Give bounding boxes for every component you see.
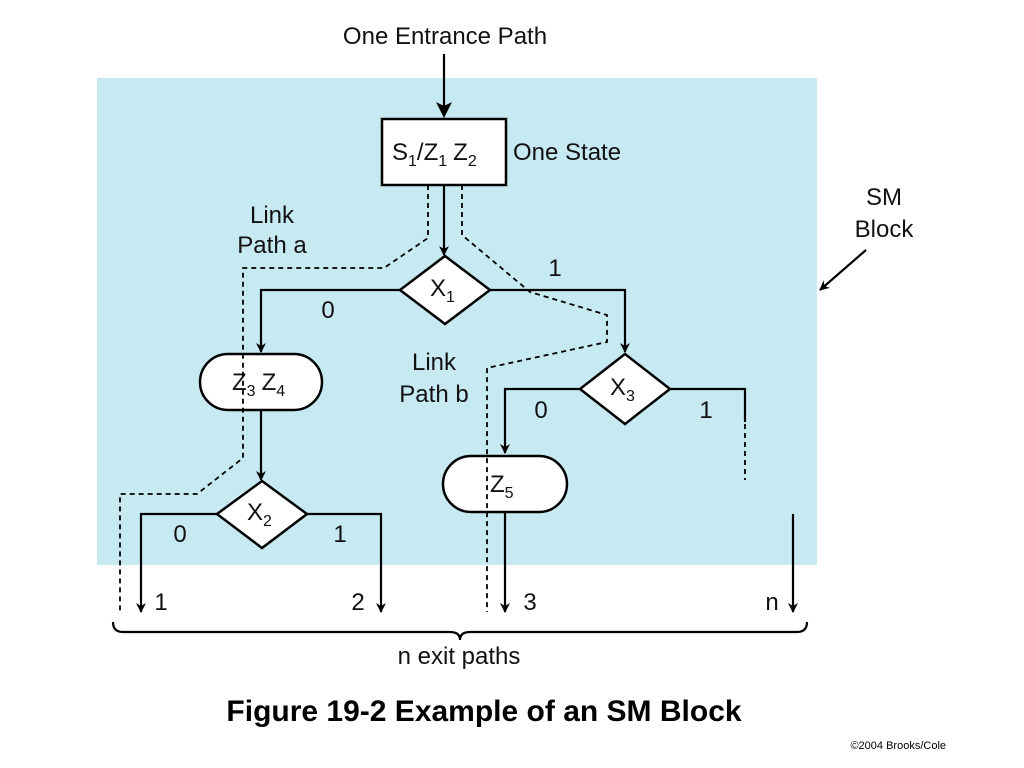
decision-x3-text: X3 [610, 374, 635, 405]
x1-branch-0-label: 0 [321, 297, 334, 324]
copyright-credit: ©2004 Brooks/Cole [850, 740, 946, 752]
sm-block-label-line2: Block [855, 216, 915, 243]
decision-x3 [577, 352, 673, 426]
link-path-b-label-line1: Link [412, 349, 457, 376]
exit-label-1: 1 [154, 589, 167, 616]
exit-label-2: 2 [351, 589, 364, 616]
link-path-a [119, 185, 429, 612]
link-path-a-label-line2: Path a [237, 232, 307, 259]
x1-branch-1-label: 1 [548, 255, 561, 282]
x3-branch-0-label: 0 [534, 397, 547, 424]
state-label: One State [513, 139, 621, 166]
x2-branch-0-line [136, 512, 217, 613]
state-box [380, 117, 508, 187]
decision-x2-text: X2 [247, 499, 272, 530]
x2-branch-1-label: 1 [333, 521, 346, 548]
x3-branch-1-line [670, 387, 747, 422]
sm-block-label-line1: SM [866, 184, 902, 211]
x3-branch-1-label: 1 [699, 397, 712, 424]
link-path-b-label-line2: Path b [399, 381, 468, 408]
x2-branch-0-label: 0 [173, 521, 186, 548]
link-path-a-label-line1: Link [250, 202, 295, 229]
sm-block-pointer-arrow [819, 249, 867, 291]
exit-paths-label: n exit paths [398, 643, 521, 670]
decision-x1-text: X1 [430, 275, 455, 306]
x2-branch-1-line [307, 512, 386, 613]
exit-label-3: 3 [523, 589, 536, 616]
link-path-b [461, 185, 608, 612]
x1-branch-1-line [490, 288, 630, 353]
exit-paths-brace [111, 621, 809, 641]
figure-caption: Figure 19-2 Example of an SM Block [226, 695, 741, 728]
decision-x1 [397, 254, 493, 326]
output-z5 [441, 454, 569, 514]
exit-label-n: n [765, 589, 778, 616]
entrance-label: One Entrance Path [343, 23, 547, 50]
x1-branch-0-line [256, 288, 400, 353]
output-z5-text: Z5 [490, 471, 514, 502]
decision-x2 [214, 479, 310, 550]
x3-branch-0-line [500, 387, 580, 454]
